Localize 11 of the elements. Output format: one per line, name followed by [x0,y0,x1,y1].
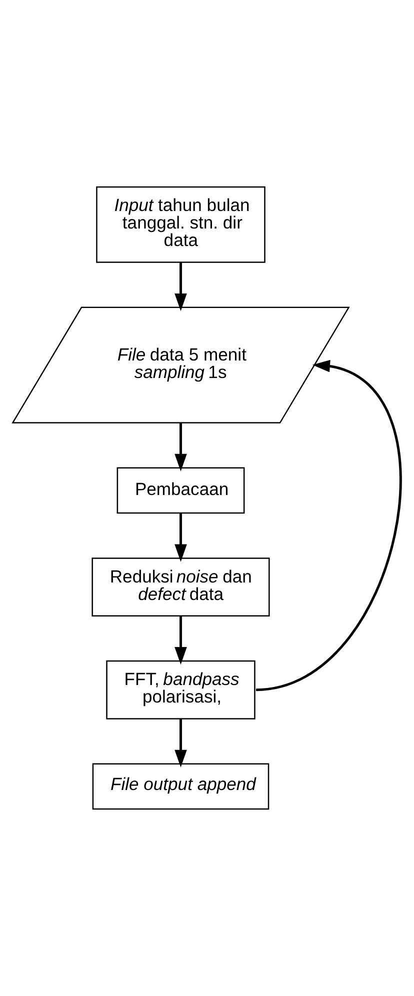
arrow [174,262,187,312]
node-box: Input tahun bulan tanggal. stn. dir data [96,186,266,263]
node-box: File output append [92,763,270,810]
arrow [174,616,187,665]
arrow [174,513,187,562]
node-box: Pembacaan [116,467,245,514]
arrow [174,718,187,768]
arrow [174,423,187,472]
arrow [256,360,402,692]
node-box: FFT, bandpass polarisasi, [106,660,256,720]
node-box: Reduksi noise dan defect data [92,558,270,616]
